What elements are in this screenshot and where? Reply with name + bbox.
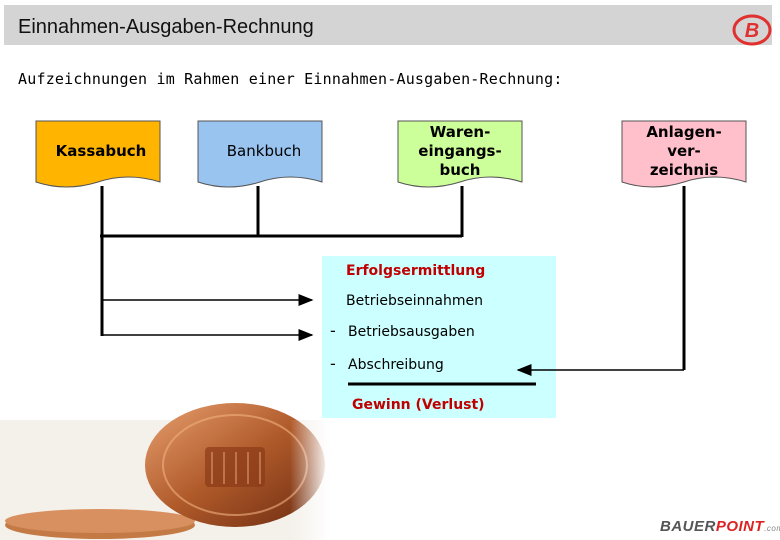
kassabuch-shape — [35, 120, 161, 188]
expenses-sign: - — [330, 321, 336, 340]
connector-lines — [100, 186, 686, 386]
subtitle: Aufzeichnungen im Rahmen einer Einnahmen… — [18, 70, 563, 88]
title-bar: Einnahmen-Ausgaben-Rechnung B — [4, 5, 772, 46]
depreciation-label: Abschreibung — [348, 357, 444, 373]
wareneingang-shape — [397, 120, 523, 188]
result-box — [322, 256, 556, 418]
bankbuch-shape — [197, 120, 323, 188]
page-title: Einnahmen-Ausgaben-Rechnung — [18, 16, 314, 38]
wareneingang-label: Waren- eingangs- buch — [418, 123, 502, 179]
result-heading: Erfolgsermittlung — [346, 263, 486, 279]
total-label: Gewinn (Verlust) — [352, 397, 485, 413]
anlagen-shape — [621, 120, 747, 188]
bankbuch-label: Bankbuch — [226, 142, 302, 160]
coin-image — [0, 403, 330, 540]
bauerpoint-logo-icon: B — [732, 14, 772, 46]
brand-logo: BAUERPOINT.com — [660, 518, 780, 535]
income-label: Betriebseinnahmen — [346, 293, 483, 309]
depreciation-sign: - — [330, 354, 336, 373]
expenses-label: Betriebsausgaben — [348, 324, 475, 340]
anlagen-label: Anlagen- ver- zeichnis — [646, 123, 722, 179]
kassabuch-label: Kassabuch — [55, 142, 147, 160]
arrows — [102, 294, 684, 376]
svg-text:B: B — [745, 20, 759, 42]
